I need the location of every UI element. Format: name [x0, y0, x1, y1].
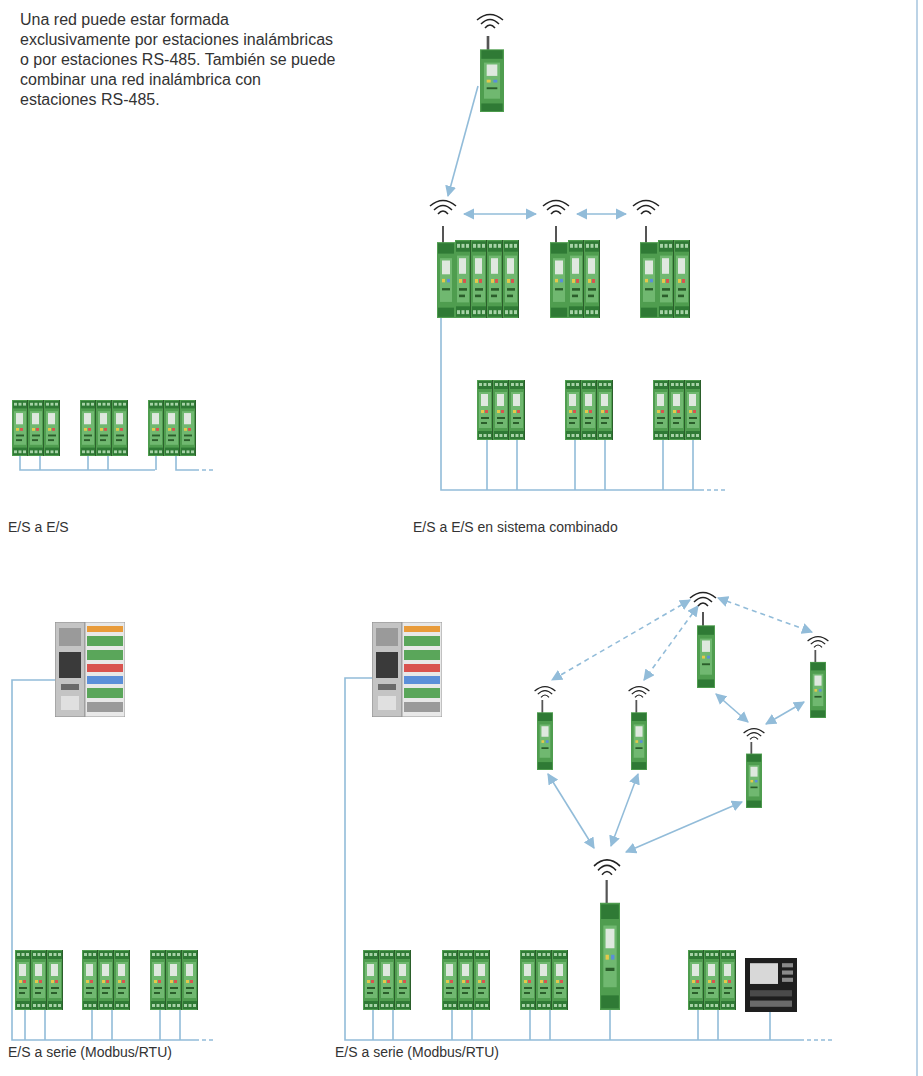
io-station [148, 400, 196, 456]
antenna-waves [808, 637, 829, 648]
intro-text: Una red puede estar formada exclusivamen… [20, 10, 338, 110]
io-station [82, 950, 130, 1010]
combined-network [441, 86, 728, 490]
radio-link [448, 86, 478, 196]
radio-station [437, 226, 455, 318]
radio-station [697, 612, 715, 688]
controller [55, 622, 125, 717]
io-station [688, 950, 736, 1010]
io-station [565, 380, 613, 440]
page-border [916, 0, 918, 1076]
radio-link [577, 213, 626, 215]
bus-wire-continued [800, 1039, 835, 1041]
antenna-waves [543, 201, 569, 215]
bus-wire-continued [700, 489, 728, 491]
bus-wire [345, 678, 800, 1040]
display-device [745, 958, 797, 1012]
antenna-waves [629, 687, 650, 698]
caption: E/S a E/S en sistema combinado [413, 518, 618, 536]
bus-wire-continued [195, 1039, 215, 1041]
radio-link-dashed [718, 598, 812, 632]
io-station [442, 950, 490, 1010]
serial-network [12, 680, 215, 1040]
io-station [477, 380, 525, 440]
io-module [568, 240, 584, 318]
io-station [653, 380, 701, 440]
rs485-network [20, 455, 214, 470]
antenna-waves [594, 860, 620, 875]
antenna-waves [744, 729, 765, 740]
radio-link [626, 802, 742, 852]
serial-mixed-network [345, 598, 835, 1040]
antenna-waves [690, 593, 716, 607]
radio-station [537, 700, 553, 770]
caption: E/S a serie (Modbus/RTU) [335, 1043, 499, 1061]
radio-station [746, 742, 762, 808]
radio-station [550, 226, 568, 318]
radio-link [766, 702, 804, 724]
io-station [520, 950, 568, 1010]
antenna-waves [633, 201, 659, 215]
io-module [487, 240, 503, 318]
controller [372, 622, 442, 717]
io-station [363, 950, 411, 1010]
antenna-waves [477, 15, 503, 29]
radio-link-dashed [552, 600, 690, 680]
io-station [12, 400, 60, 456]
caption: E/S a E/S [8, 518, 69, 536]
caption: E/S a serie (Modbus/RTU) [8, 1043, 172, 1061]
io-module [658, 240, 674, 318]
radio-station [810, 650, 826, 718]
bus-wire [441, 318, 700, 490]
io-station [80, 400, 128, 456]
bus-wire [20, 455, 195, 470]
io-module [471, 240, 487, 318]
io-module [503, 240, 519, 318]
radio-link [611, 774, 638, 846]
radio-station [600, 880, 620, 1010]
antenna-waves [430, 201, 456, 215]
radio-link [548, 774, 594, 848]
radio-link [464, 213, 536, 215]
antenna-waves [535, 687, 556, 698]
io-module [674, 240, 690, 318]
radio-link [716, 694, 748, 722]
radio-link-dashed [644, 606, 698, 680]
io-station [150, 950, 198, 1010]
radio-station [640, 226, 658, 318]
io-module [584, 240, 600, 318]
radio-station [631, 700, 647, 770]
radio-station [480, 36, 504, 112]
io-station [15, 950, 63, 1010]
bus-wire-continued [195, 469, 214, 471]
io-module [455, 240, 471, 318]
